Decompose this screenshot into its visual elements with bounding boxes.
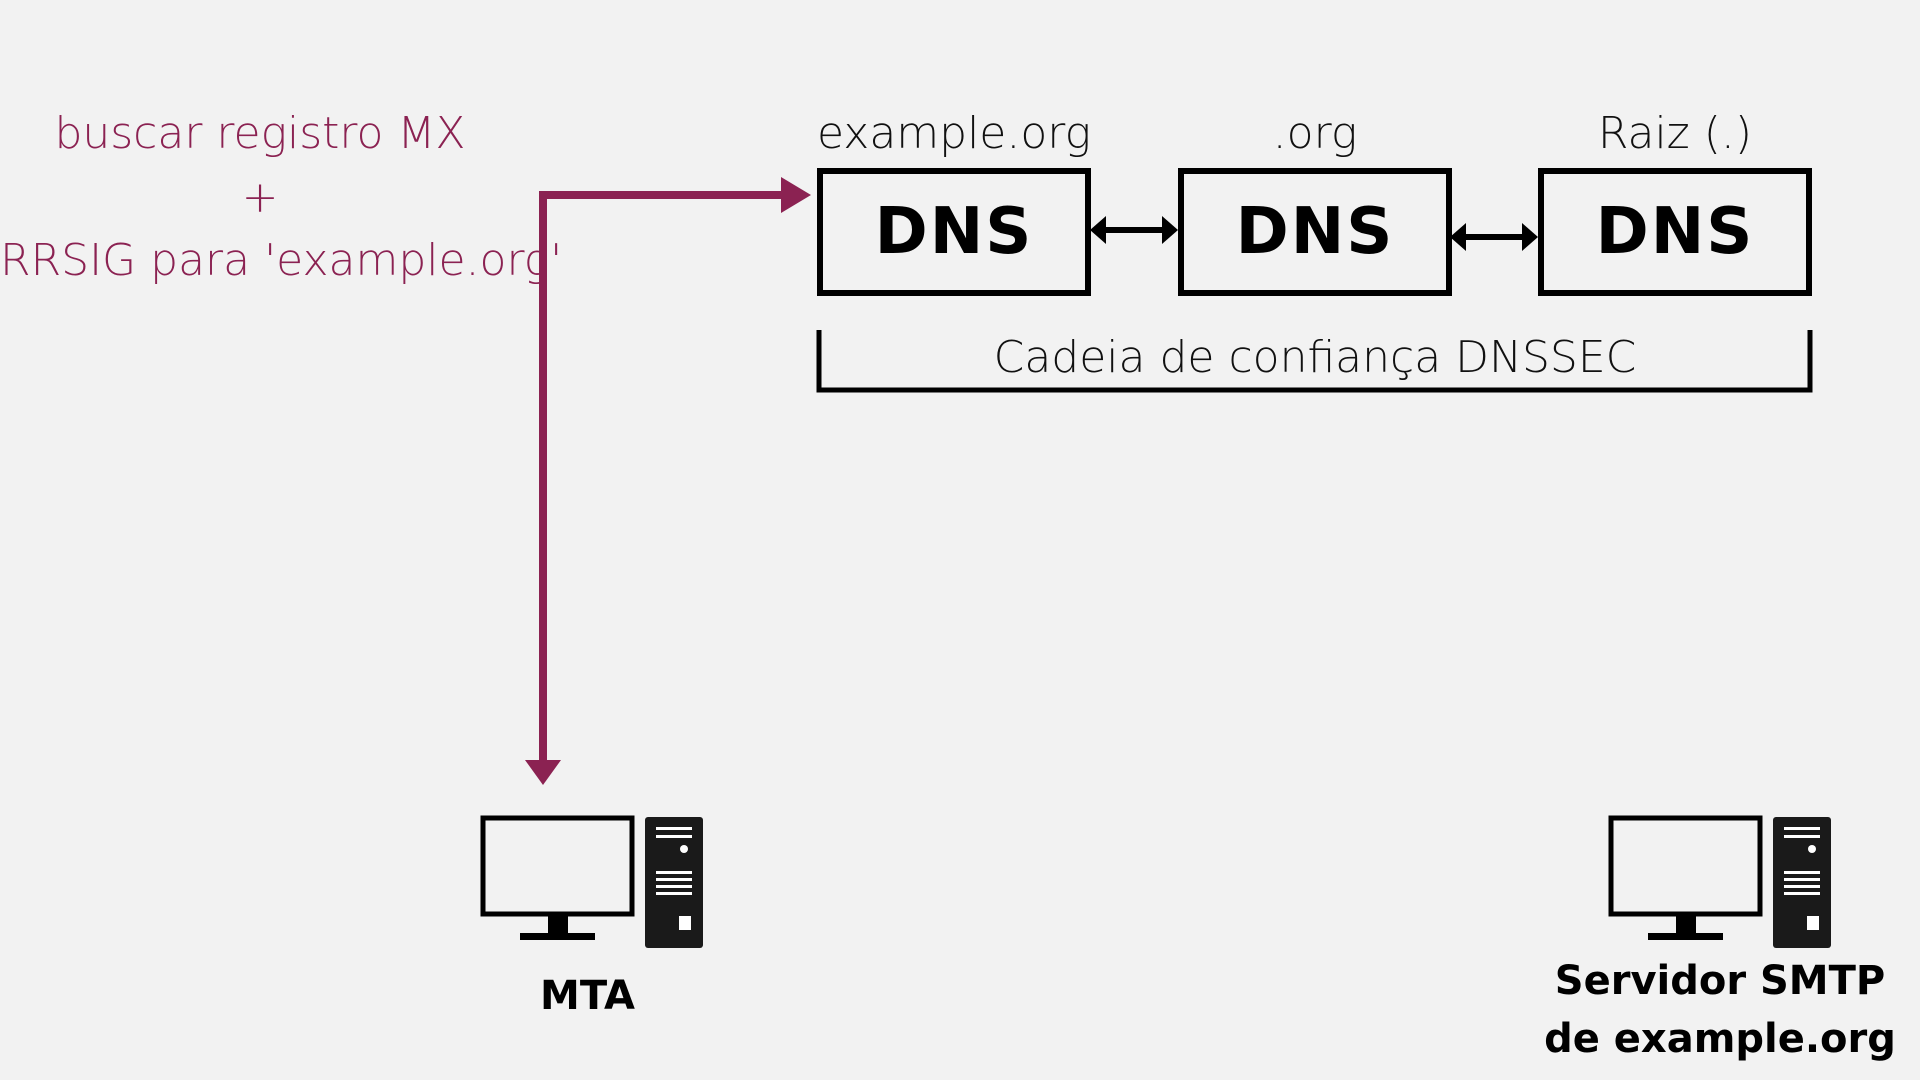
- query-line-1: buscar registro MX: [54, 108, 466, 159]
- smtp-server-label-line2: de example.org: [1544, 1016, 1896, 1062]
- query-line-3: RRSIG para 'example.org': [0, 235, 563, 286]
- zone-label-root: Raiz (.): [1597, 108, 1753, 159]
- smtp-server-label-line1: Servidor SMTP: [1554, 958, 1886, 1004]
- dns-box-example-org: DNS: [817, 168, 1091, 296]
- zone-label-example-org: example.org: [816, 108, 1091, 159]
- zone-label-org: .org: [1272, 108, 1358, 159]
- chain-bracket: [816, 330, 1813, 393]
- query-path: [539, 191, 785, 770]
- dns-box-org: DNS: [1178, 168, 1452, 296]
- double-arrow-2: [1450, 223, 1538, 251]
- smtp-server-computer-icon: [1608, 815, 1831, 948]
- mta-label: MTA: [540, 973, 635, 1019]
- query-arrowhead-down: [525, 760, 561, 785]
- mta-computer-icon: [480, 815, 703, 948]
- query-line-2: +: [241, 172, 279, 223]
- chain-of-trust-label: Cadeia de confiança DNSSEC: [993, 332, 1637, 383]
- double-arrow-1: [1090, 216, 1178, 244]
- query-arrowhead-right: [781, 177, 811, 213]
- dns-box-root: DNS: [1538, 168, 1812, 296]
